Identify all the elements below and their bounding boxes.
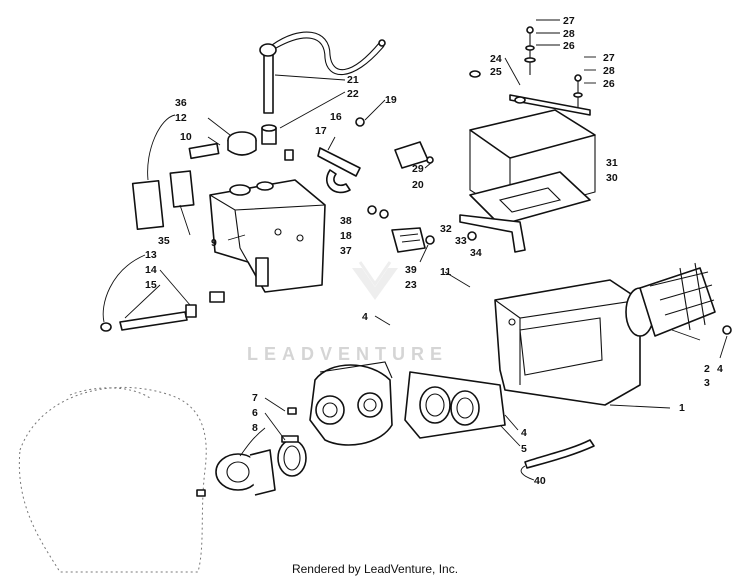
callout-1: 1 <box>679 402 685 414</box>
callout-29: 29 <box>412 163 424 175</box>
callout-31: 31 <box>606 157 618 169</box>
callout-28: 28 <box>563 28 575 40</box>
footer-credit: Rendered by LeadVenture, Inc. <box>291 562 459 576</box>
callout-23: 23 <box>405 279 417 291</box>
lid-hardware <box>469 26 591 116</box>
screw-7 <box>287 407 297 415</box>
callout-19: 19 <box>385 94 397 106</box>
silencer-lid <box>469 109 596 226</box>
oil-tank <box>209 179 326 293</box>
pad-36 <box>131 179 165 231</box>
callout-17: 17 <box>315 125 327 137</box>
callout-10: 10 <box>180 131 192 143</box>
vent-hose <box>317 147 361 177</box>
tank-cap <box>227 131 257 156</box>
callout-4: 4 <box>717 363 723 375</box>
callout-34: 34 <box>470 247 482 259</box>
intake-manifold <box>404 371 506 439</box>
callout-8: 8 <box>252 422 258 434</box>
pad-35 <box>169 170 195 208</box>
callout-7: 7 <box>252 392 258 404</box>
callout-3: 3 <box>704 377 710 389</box>
callout-6: 6 <box>252 407 258 419</box>
carburetor <box>309 361 393 446</box>
fuel-line <box>524 439 595 469</box>
callout-39: 39 <box>405 264 417 276</box>
callout-22: 22 <box>347 88 359 100</box>
callout-9: 9 <box>211 237 217 249</box>
callout-21: 21 <box>347 74 359 86</box>
callout-27: 27 <box>563 15 575 27</box>
callout-15: 15 <box>145 279 157 291</box>
callout-40: 40 <box>534 475 546 487</box>
oil-line <box>100 291 225 332</box>
callout-5: 5 <box>521 443 527 455</box>
intake-screen <box>625 262 732 337</box>
callout-32: 32 <box>440 223 452 235</box>
carb-adapter <box>367 205 435 253</box>
callout-2: 2 <box>704 363 710 375</box>
callout-24: 24 <box>490 53 502 65</box>
callout-27: 27 <box>603 52 615 64</box>
callout-20: 20 <box>412 179 424 191</box>
callout-18: 18 <box>340 230 352 242</box>
callout-25: 25 <box>490 66 502 78</box>
callout-37: 37 <box>340 245 352 257</box>
callout-36: 36 <box>175 97 187 109</box>
flange-8 <box>215 449 276 496</box>
callout-4: 4 <box>362 311 368 323</box>
callout-4: 4 <box>521 427 527 439</box>
callout-30: 30 <box>606 172 618 184</box>
watermark-text: LEADVENTURE <box>247 344 448 364</box>
filler-tube <box>259 31 386 114</box>
callout-28: 28 <box>603 65 615 77</box>
grommet-22 <box>261 124 277 145</box>
callout-26: 26 <box>563 40 575 52</box>
gasket-10 <box>188 142 220 160</box>
leader-lines <box>102 19 728 481</box>
callout-11: 11 <box>440 266 451 278</box>
callout-13: 13 <box>145 249 157 261</box>
callout-38: 38 <box>340 215 352 227</box>
engine-outline <box>18 387 207 573</box>
callout-16: 16 <box>330 111 342 123</box>
watermark-logo <box>352 261 398 300</box>
callout-35: 35 <box>158 235 170 247</box>
air-silencer-box <box>494 279 641 406</box>
clamp-6 <box>277 435 307 477</box>
callouts: 27 28 26 24 25 27 28 26 21 22 19 36 12 1… <box>145 15 723 487</box>
mount-bracket <box>459 214 526 253</box>
callout-33: 33 <box>455 235 467 247</box>
callout-14: 14 <box>145 264 157 276</box>
callout-12: 12 <box>175 112 187 124</box>
callout-26: 26 <box>603 78 615 90</box>
